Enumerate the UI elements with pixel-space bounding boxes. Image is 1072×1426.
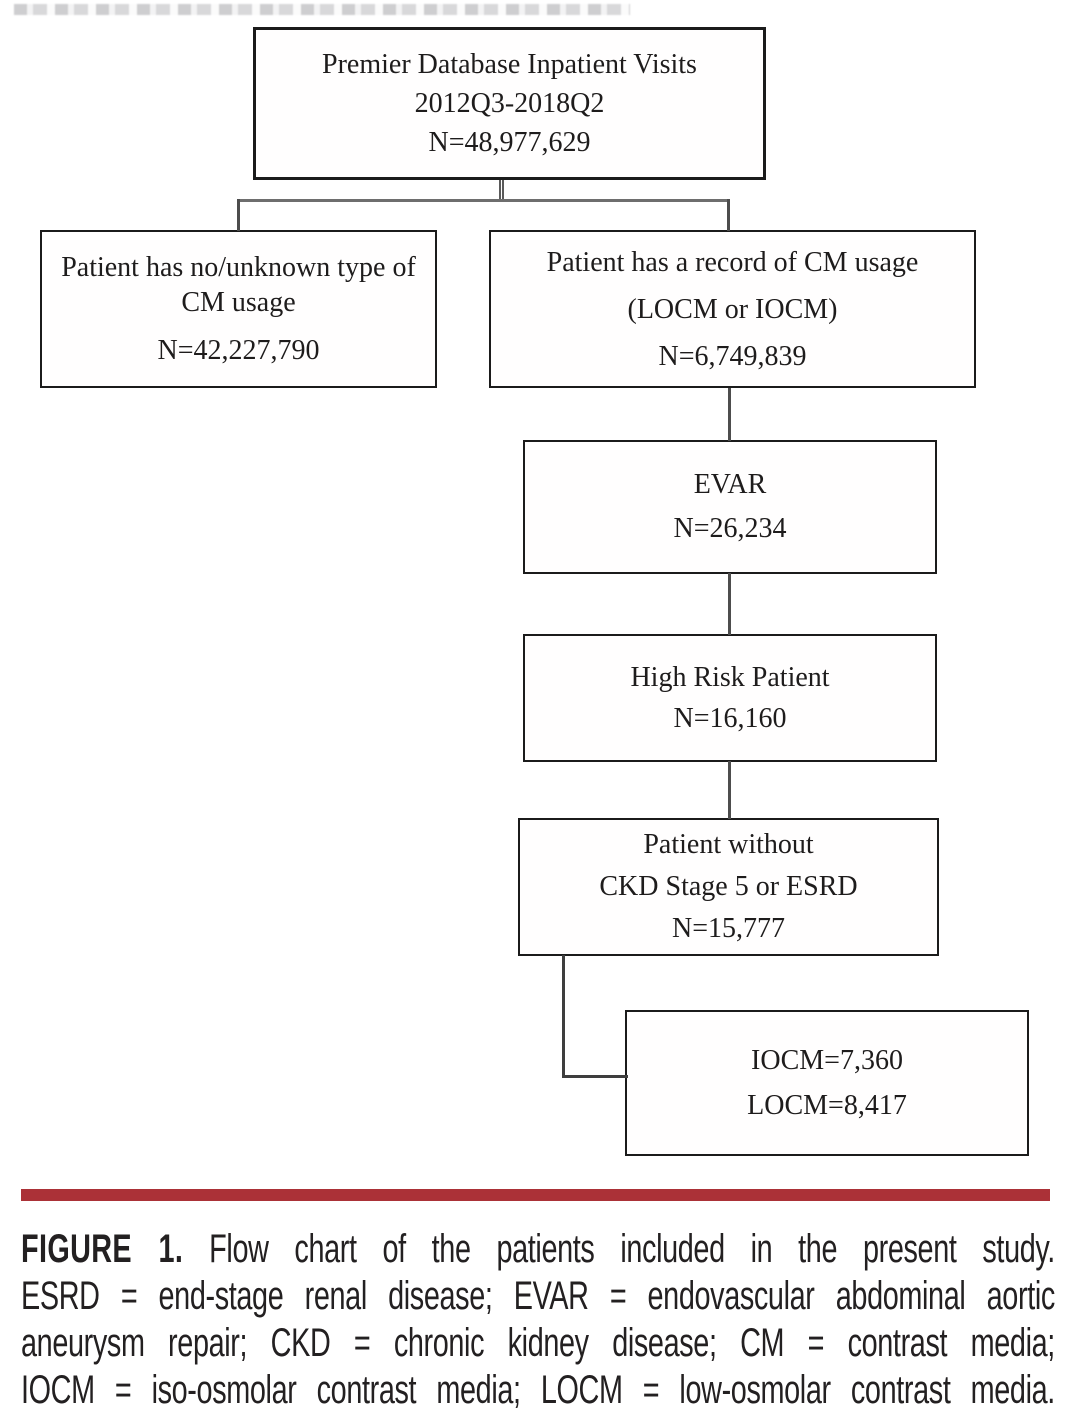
node-line: N=42,227,790: [157, 335, 320, 366]
node-line: N=16,160: [673, 703, 787, 734]
node-line: LOCM=8,417: [747, 1090, 907, 1121]
flow-node-no-cm-usage: Patient has no/unknown type of CM usage …: [40, 230, 437, 388]
node-line: Patient has no/unknown type of: [61, 252, 416, 283]
flow-node-high-risk-patient: High Risk Patient N=16,160: [523, 634, 937, 762]
node-line: Patient has a record of CM usage: [546, 246, 919, 278]
caption-line: ESRD = end-stage renal disease; EVAR = e…: [21, 1274, 1055, 1318]
connector-drop-right: [727, 199, 730, 231]
figure-title: Flow chart of the patients included in t…: [209, 1227, 1055, 1271]
flow-node-without-ckd5-esrd: Patient without CKD Stage 5 or ESRD N=15…: [518, 818, 939, 956]
flow-node-cm-usage: Patient has a record of CM usage (LOCM o…: [489, 230, 976, 388]
node-line: N=26,234: [673, 513, 787, 544]
figure-divider-rule: [21, 1189, 1050, 1201]
node-line: 2012Q3-2018Q2: [414, 88, 605, 119]
node-line: IOCM=7,360: [751, 1045, 903, 1076]
flow-node-inpatient-visits: Premier Database Inpatient Visits 2012Q3…: [253, 27, 766, 180]
node-line: High Risk Patient: [630, 662, 830, 693]
figure-caption: FIGURE 1. Flow chart of the patients inc…: [21, 1226, 1061, 1414]
node-line: Patient without: [643, 829, 814, 860]
flow-node-evar: EVAR N=26,234: [523, 440, 937, 574]
node-line: N=6,749,839: [658, 340, 807, 372]
node-line: N=48,977,629: [428, 127, 591, 158]
caption-line: aneurysm repair; CKD = chronic kidney di…: [21, 1321, 1055, 1365]
node-line: (LOCM or IOCM): [627, 293, 838, 325]
connector-branch-horizontal: [238, 199, 729, 202]
node-line: Premier Database Inpatient Visits: [322, 49, 697, 80]
flow-node-cohort-iocm-locm: IOCM=7,360 LOCM=8,417: [625, 1010, 1029, 1156]
connector-elbow-horizontal: [562, 1075, 628, 1078]
node-line: CM usage: [181, 287, 296, 318]
node-line: EVAR: [693, 469, 767, 500]
connector-elbow-vertical: [562, 955, 565, 1078]
connector-high-risk-to-ckd: [728, 761, 731, 819]
cropped-text-scan-artifact: [14, 4, 630, 15]
connector-drop-left: [237, 199, 240, 231]
connector-cm-to-evar: [728, 388, 731, 441]
node-line: N=15,777: [671, 913, 785, 944]
caption-line: FIGURE 1. Flow chart of the patients inc…: [21, 1226, 1055, 1273]
connector-root-stem: [499, 180, 504, 201]
figure-label: FIGURE 1.: [21, 1227, 184, 1271]
caption-line: IOCM = iso-osmolar contrast media; LOCM …: [21, 1368, 1055, 1412]
connector-evar-to-high-risk: [728, 573, 731, 635]
node-line: CKD Stage 5 or ESRD: [599, 871, 858, 902]
